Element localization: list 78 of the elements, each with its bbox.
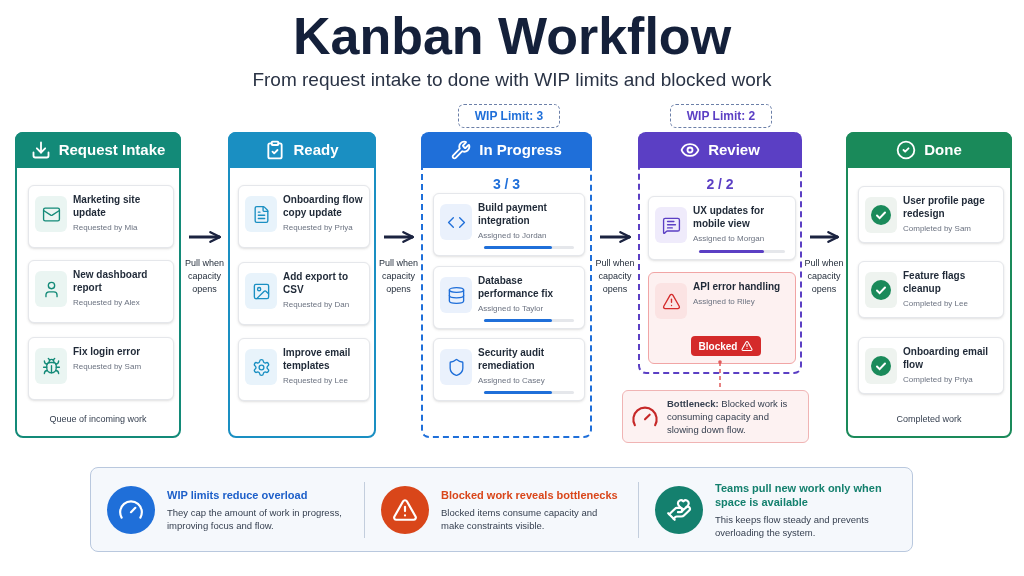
task-owner: Requested by Mia	[73, 222, 139, 233]
arrow	[810, 231, 840, 243]
edge-label: Pull when capacity opens	[376, 257, 421, 296]
task-title: Onboarding flow copy update	[283, 193, 364, 219]
task-card	[28, 337, 174, 400]
column-title: In Progress	[479, 139, 562, 160]
kanban-column	[638, 132, 802, 374]
task-title: UX updates for mobile view	[693, 204, 766, 230]
task-owner: Requested by Sam	[73, 361, 143, 372]
column-footer: Completed work	[848, 412, 1010, 426]
task-card	[238, 338, 370, 401]
wip-limit-tag: WIP Limit: 3	[458, 104, 560, 128]
task-title: Improve email templates	[283, 346, 352, 372]
task-card	[648, 196, 796, 260]
info-text: They cap the amount of work in progress, improving focus and flow.	[167, 505, 343, 532]
arrow	[384, 231, 415, 243]
task-card	[433, 193, 585, 256]
subtitle: From request intake to done with WIP limits and blocked work	[251, 68, 773, 92]
task-owner: Assigned to Morgan	[693, 233, 766, 244]
summary-panel	[90, 467, 913, 552]
wip-count: 3 / 3	[491, 175, 522, 194]
info-heading: WIP limits reduce overload	[167, 487, 309, 502]
task-title: Build payment integration	[478, 201, 548, 227]
column-title: Review	[708, 139, 760, 160]
arrow	[189, 231, 222, 243]
task-owner: Completed by Lee	[903, 298, 969, 309]
task-card	[858, 186, 1004, 243]
column-title: Ready	[293, 139, 339, 160]
column-footer: Queue of incoming work	[17, 412, 179, 426]
task-card	[238, 185, 370, 248]
kanban-column	[421, 132, 592, 438]
wip-count: 2 / 2	[705, 175, 735, 194]
arrow	[600, 231, 632, 243]
task-card	[433, 266, 585, 329]
edge-label: Pull when capacity opens	[182, 257, 227, 296]
task-title: User profile page redesign	[903, 194, 986, 220]
kanban-column	[228, 132, 376, 438]
info-heading: Teams pull new work only when space is available	[715, 480, 883, 509]
info-text: This keeps flow steady and prevents overloading the system.	[715, 512, 870, 539]
info-heading: Blocked work reveals bottlenecks	[441, 487, 619, 502]
task-owner: Assigned to Jordan	[478, 230, 548, 241]
task-card	[858, 337, 1004, 394]
column-title: Request Intake	[58, 139, 166, 160]
task-card	[28, 185, 174, 248]
task-title: Onboarding email flow	[903, 345, 989, 371]
task-owner: Assigned to Casey	[478, 375, 546, 386]
task-card	[433, 338, 585, 401]
title: Kanban Workflow	[291, 6, 733, 67]
task-owner: Completed by Priya	[903, 374, 974, 385]
task-title: New dashboard report	[73, 268, 149, 294]
task-title: Fix login error	[73, 345, 142, 358]
task-owner: Requested by Alex	[73, 297, 141, 308]
task-title: Feature flags cleanup	[903, 269, 967, 295]
edge-label: Pull when capacity opens	[593, 257, 637, 296]
task-owner: Assigned to Riley	[693, 296, 756, 307]
edge-label: Pull when capacity opens	[802, 257, 846, 296]
callout-text: Bottleneck: Blocked work is consuming capacity and slowing down flow.	[667, 397, 789, 436]
task-owner: Requested by Lee	[283, 375, 349, 386]
task-owner: Assigned to Taylor	[478, 303, 545, 314]
wip-limit-tag: WIP Limit: 2	[670, 104, 772, 128]
task-owner: Requested by Priya	[283, 222, 354, 233]
task-card	[28, 260, 174, 323]
blocked-task-card	[648, 272, 796, 364]
kanban-column	[15, 132, 181, 438]
task-card	[238, 262, 370, 325]
task-title: Marketing site update	[73, 193, 142, 219]
task-card	[858, 261, 1004, 318]
task-owner: Completed by Sam	[903, 223, 973, 234]
blocked-badge: Blocked	[691, 336, 761, 356]
task-title: Security audit remediation	[478, 346, 546, 372]
kanban-column	[846, 132, 1012, 438]
task-title: API error handling	[693, 280, 782, 293]
column-title: Done	[924, 139, 962, 160]
task-title: Add export to CSV	[283, 270, 349, 296]
bottleneck-callout	[622, 390, 809, 443]
info-text: Blocked items consume capacity and make constraints visible.	[441, 505, 599, 532]
task-owner: Requested by Dan	[283, 299, 351, 310]
task-title: Database performance fix	[478, 274, 555, 300]
